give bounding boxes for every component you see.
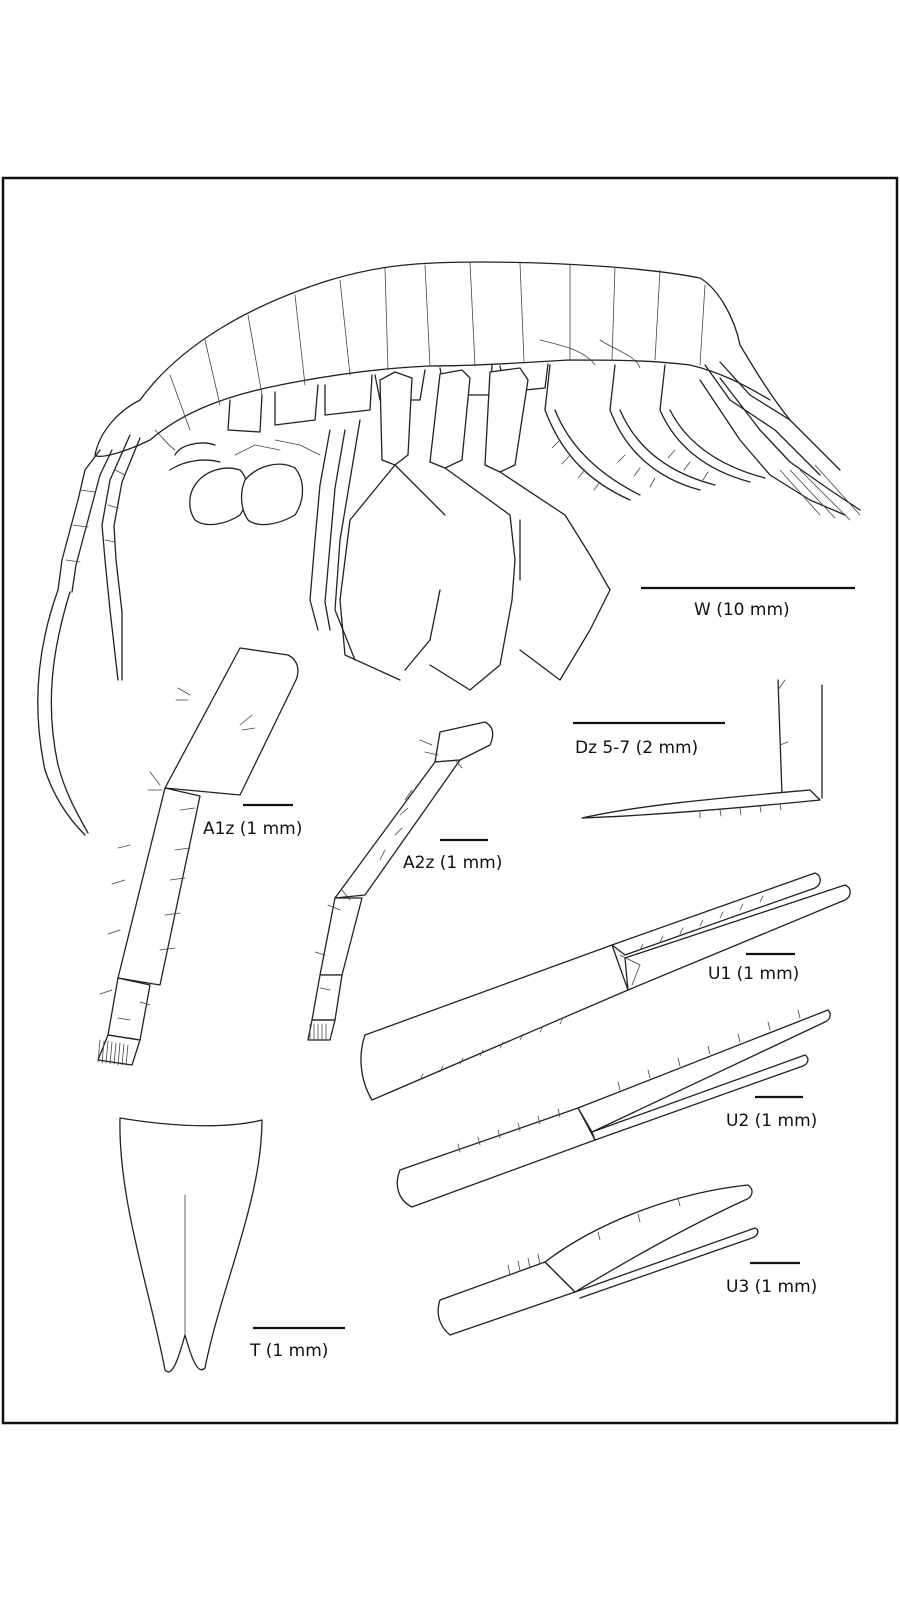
dactyl-drawing: [581, 679, 823, 819]
label-u1: U1 (1 mm): [708, 964, 799, 984]
telson-drawing: [119, 1117, 263, 1373]
uropod-1-drawing: [360, 872, 851, 1101]
label-a1z: A1z (1 mm): [203, 819, 302, 839]
label-w: W (10 mm): [694, 600, 790, 620]
antenna-1-drawing: [97, 647, 299, 1066]
label-u2: U2 (1 mm): [726, 1111, 817, 1131]
uropod-3-drawing: [437, 1184, 759, 1336]
antenna-2-drawing: [307, 721, 494, 1041]
label-u3: U3 (1 mm): [726, 1277, 817, 1297]
uropod-2-drawing: [396, 1009, 831, 1208]
label-t: T (1 mm): [249, 1341, 328, 1361]
label-a2z: A2z (1 mm): [403, 853, 502, 873]
whole-animal-drawing: [37, 261, 861, 836]
label-dz: Dz 5-7 (2 mm): [575, 738, 698, 758]
